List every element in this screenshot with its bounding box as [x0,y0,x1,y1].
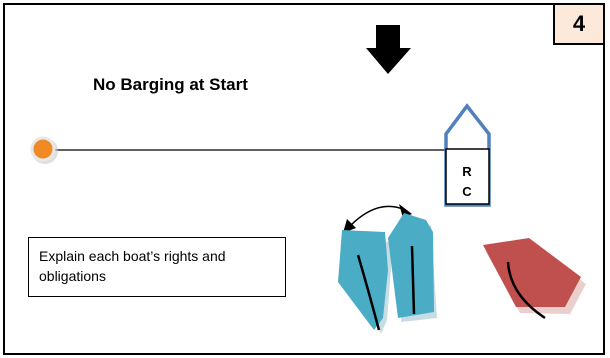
swap-arrow-icon [343,204,412,233]
slide-number: 4 [572,11,586,36]
committee-boat-label-r: R [462,164,472,179]
pin-buoy-icon [30,136,58,164]
slide-title: No Barging at Start [93,75,248,94]
teal-boat-right [388,213,437,322]
committee-boat: R C [444,103,491,207]
explanation-text-box: Explain each boat’s rights and obligatio… [28,237,286,297]
slide-frame: 4 No Barging at Start Explain each boat’… [3,3,605,355]
slide-number-box: 4 [553,5,603,45]
teal-boat-left [338,230,393,334]
red-boat [483,238,586,320]
wind-arrow-icon [366,25,411,74]
committee-boat-label-c: C [462,184,472,199]
